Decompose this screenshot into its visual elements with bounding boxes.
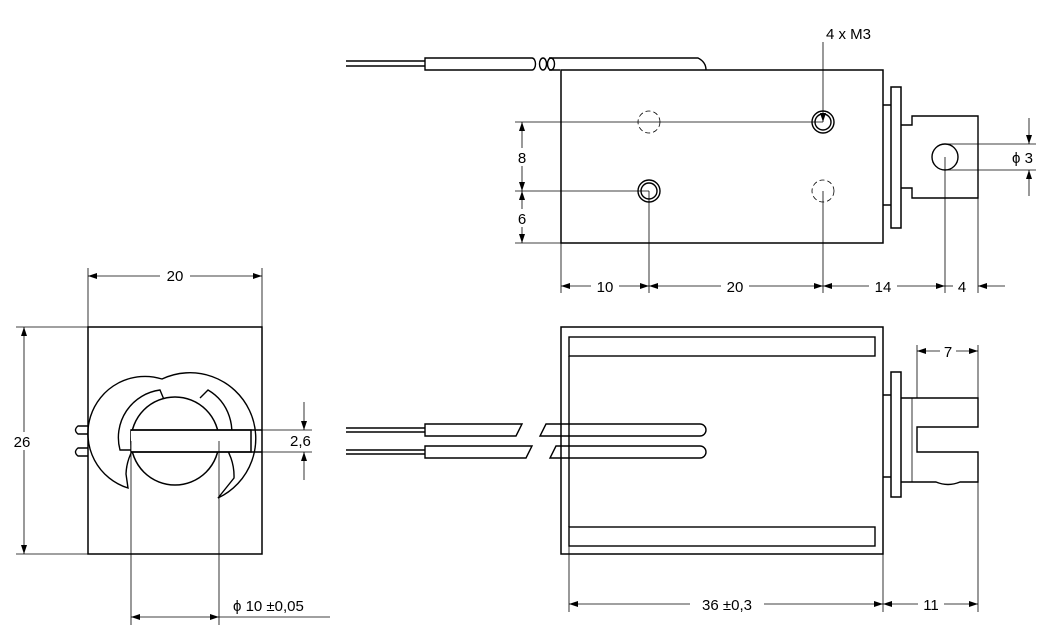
side-flange: [890, 371, 902, 498]
side-view: 7 36 ±0,3 11: [346, 326, 979, 614]
front-view: 20 26 2,6 ϕ 10 ±0,05: [8, 266, 330, 625]
label-mount-holes: 4 x M3: [826, 26, 871, 43]
label-stroke-ext: 11: [923, 597, 939, 614]
label-hole-pitch-v1: 8: [518, 150, 526, 167]
label-top-width: 20: [167, 268, 184, 285]
label-hole-x1: 10: [597, 279, 614, 296]
label-slot-depth: 7: [944, 344, 952, 361]
label-eye-end: 4: [958, 279, 966, 296]
break-mark: [546, 57, 556, 71]
label-to-eye: 14: [875, 279, 892, 296]
label-side-height: 26: [14, 434, 31, 451]
lead-sleeve-b: [424, 445, 534, 459]
flange-link: [883, 394, 891, 478]
slot-mask: [131, 431, 219, 451]
label-body-length: 36 ±0,3: [702, 597, 752, 614]
top-flange: [890, 86, 902, 229]
label-slot-width: 2,6: [290, 433, 311, 450]
slot-edges: [131, 429, 262, 453]
label-eye-dia: ϕ 3: [1012, 150, 1033, 167]
top-eyelet: [901, 115, 979, 199]
slotted-plunger: [901, 397, 979, 486]
label-plunger-dia: ϕ 10 ±0,05: [233, 598, 304, 615]
front-tab-upper: [74, 425, 88, 435]
inner-band-top: [568, 336, 876, 357]
lead-sleeve: [424, 57, 537, 71]
top-housing: [560, 69, 884, 244]
label-hole-pitch-v2: 6: [518, 211, 526, 228]
lead-sleeve-right: [549, 57, 707, 71]
flange-link: [883, 104, 891, 206]
front-tab-lower: [74, 447, 88, 457]
lead-sleeve-a: [424, 423, 524, 437]
break-mark: [538, 57, 548, 71]
coil-lead-a: [538, 423, 707, 437]
top-view: 4 x M3 8 6 10 20 14 4 ϕ: [346, 26, 1048, 296]
label-hole-x2: 20: [727, 279, 744, 296]
clip-inner-left: [117, 389, 166, 451]
inner-band-bottom: [568, 526, 876, 547]
coil-lead-b: [548, 445, 707, 459]
side-housing: [560, 326, 884, 555]
